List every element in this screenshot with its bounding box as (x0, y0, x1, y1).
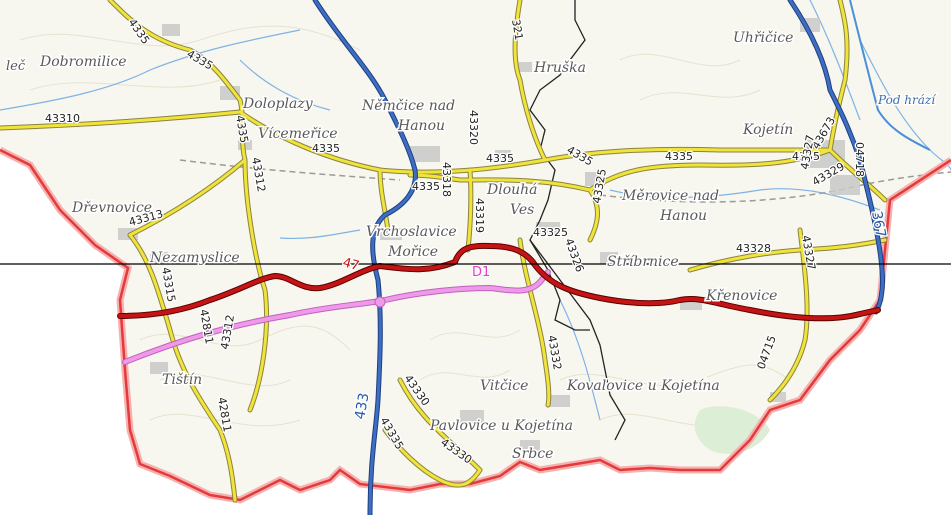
label-kojetin: Kojetín (742, 122, 793, 138)
label-road-04718: 04718 (853, 142, 866, 177)
label-dlouha-2: Ves (510, 202, 534, 218)
municipal-boundary-2 (529, 239, 590, 331)
label-highway-433: 433 (352, 392, 372, 421)
label-route-47: 47 (341, 255, 361, 274)
label-vitcice: Vitčice (480, 378, 528, 394)
label-uhricice: Uhřičice (733, 30, 793, 46)
label-road-43320: 43320 (467, 110, 480, 145)
label-srbce: Srbce (512, 446, 553, 462)
regional-roads (0, 0, 888, 503)
label-road-43318: 43318 (440, 162, 453, 197)
d1-junction-marker (374, 296, 386, 308)
label-vrchoslavice: Vrchoslavice (366, 224, 457, 240)
label-dobromilice: Dobromilice (39, 54, 127, 70)
label-podhrazi: Pod hrází (877, 93, 937, 107)
label-lec: leč (6, 59, 26, 74)
label-stribrnice: Stříbrnice (607, 254, 679, 270)
railway (179, 159, 951, 203)
label-road-43319: 43319 (473, 198, 486, 233)
label-nezamyslice: Nezamyslice (149, 250, 240, 266)
place-labels: Dobromilice leč Doloplazy Vícemeřice Něm… (5, 29, 939, 464)
label-road-4335-d: 4335 (312, 142, 340, 155)
label-highway-367: 367 (868, 210, 888, 239)
label-road-321: 321 (509, 18, 525, 41)
terrain-contours (19, 25, 791, 427)
label-hruska: Hruška (533, 60, 586, 76)
highway-433 (312, 0, 418, 515)
label-drevnovice: Dřevnovice (71, 200, 152, 216)
label-pavlovice: Pavlovice u Kojetína (429, 418, 573, 434)
label-road-4335-e: 4335 (412, 180, 440, 193)
label-road-4335-c: 4335 (233, 114, 251, 144)
label-doloplazy: Doloplazy (242, 96, 314, 112)
label-nemcice-2: Hanou (397, 118, 445, 134)
label-motorway-d1: D1 (472, 265, 490, 280)
label-road-4335-f: 4335 (486, 152, 514, 165)
label-tistin: Tištín (162, 372, 202, 388)
label-morice: Mořice (387, 244, 438, 260)
route-47-fill (118, 243, 880, 321)
streams (0, 0, 951, 421)
highway-367 (787, 0, 885, 315)
label-merovice: Měrovice nad (621, 188, 719, 204)
label-vicemerice: Vícemeřice (258, 126, 338, 142)
label-road-4335-h: 4335 (665, 150, 693, 163)
label-road-43328: 43328 (736, 242, 771, 255)
label-merovice-2: Hanou (659, 208, 707, 224)
label-road-43310: 43310 (45, 112, 80, 125)
municipal-boundary (529, 0, 626, 441)
label-kovalovice: Kovalovice u Kojetína (566, 378, 720, 394)
label-road-4335-i: 4335 (792, 150, 820, 163)
river-morava (849, 0, 931, 151)
label-krenovice: Křenovice (705, 288, 777, 304)
label-nemcice: Němčice nad (361, 98, 455, 114)
label-road-43325-b: 43325 (533, 226, 568, 239)
label-dlouha: Dlouhá (486, 182, 538, 198)
